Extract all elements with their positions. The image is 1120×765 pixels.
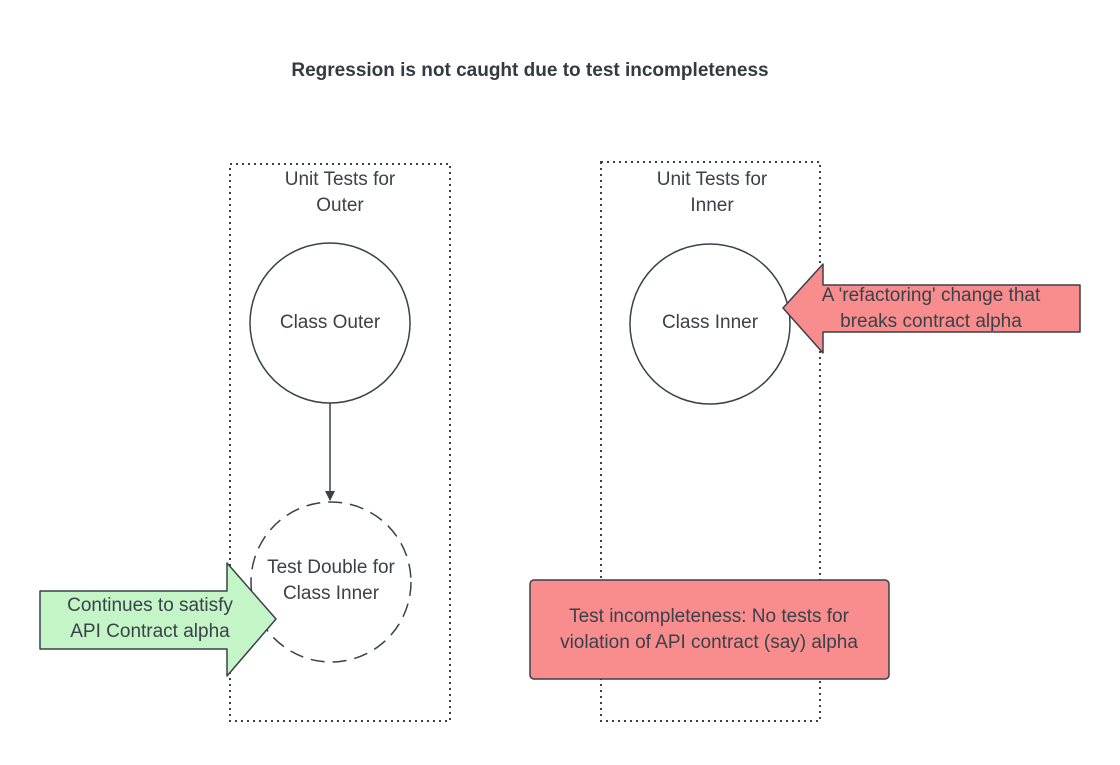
- red-callout-arrow: [782, 263, 1081, 354]
- green-callout-line2: API Contract alpha: [70, 621, 230, 642]
- test-incompleteness-line2: violation of API contract (say) alpha: [560, 632, 858, 653]
- inner-tests-container: [600, 161, 821, 722]
- inner-container-label-line2: Inner: [690, 195, 734, 216]
- class-inner-label: Class Inner: [662, 312, 759, 333]
- red-callout-line2: breaks contract alpha: [840, 311, 1022, 332]
- outer-container-label-line2: Outer: [316, 195, 364, 216]
- test-incompleteness-box: [529, 579, 890, 680]
- inner-container-label-line1: Unit Tests for: [657, 169, 768, 190]
- outer-tests-container: [229, 163, 451, 722]
- class-outer-label: Class Outer: [280, 312, 381, 333]
- class-inner-node: [629, 243, 791, 405]
- green-callout-line1: Continues to satisfy: [67, 595, 233, 616]
- test-double-label-line1: Test Double for: [267, 557, 395, 578]
- test-incompleteness-line1: Test incompleteness: No tests for: [569, 606, 850, 627]
- outer-container-label-line1: Unit Tests for: [285, 169, 396, 190]
- test-double-node: [250, 501, 412, 663]
- green-callout-arrow: [39, 562, 277, 677]
- diagram-title: Regression is not caught due to test inc…: [291, 60, 768, 81]
- test-double-label-line2: Class Inner: [283, 583, 380, 604]
- red-callout-line1: A 'refactoring' change that: [822, 285, 1041, 306]
